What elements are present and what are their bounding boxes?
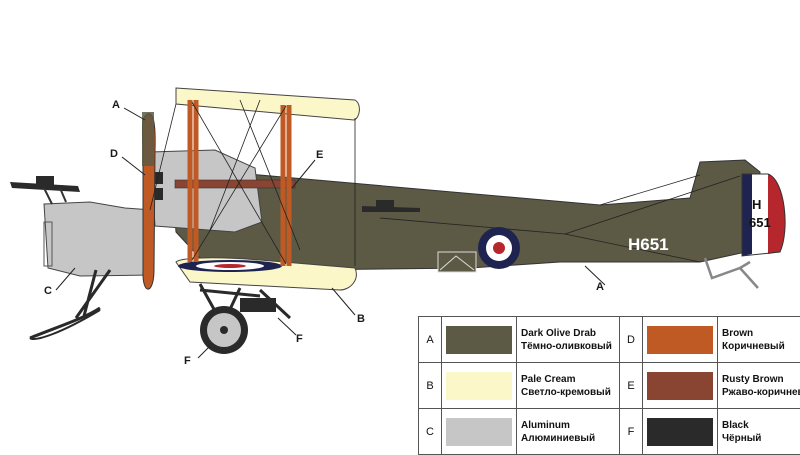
upper-wing bbox=[176, 88, 359, 120]
legend-name-ru: Чёрный bbox=[722, 432, 800, 445]
legend-name-ru: Светло-кремовый bbox=[521, 386, 619, 399]
swatch-dark-olive-drab bbox=[446, 326, 512, 354]
rudder-serial-bottom: 651 bbox=[749, 215, 771, 230]
swatch-rusty-brown bbox=[647, 372, 713, 400]
callout-d: D bbox=[110, 148, 118, 160]
nose-section bbox=[44, 202, 152, 276]
legend-swatch bbox=[643, 409, 718, 455]
swatch-pale-cream bbox=[446, 372, 512, 400]
fuselage-serial: H651 bbox=[628, 235, 669, 254]
legend-letter: B bbox=[419, 363, 442, 409]
engine-nacelle bbox=[150, 150, 262, 232]
legend-name-en: Brown bbox=[722, 327, 800, 340]
legend-letter: E bbox=[620, 363, 643, 409]
rudder-red-stripe bbox=[768, 174, 785, 254]
legend-name-en: Rusty Brown bbox=[722, 373, 800, 386]
legend-swatch bbox=[442, 409, 517, 455]
legend-letter: C bbox=[419, 409, 442, 455]
legend-name-en: Black bbox=[722, 419, 800, 432]
legend-letter: D bbox=[620, 317, 643, 363]
callout-a-fuselage: A bbox=[596, 281, 604, 293]
legend-swatch bbox=[643, 317, 718, 363]
fuselage-panel bbox=[438, 252, 476, 272]
legend-swatch bbox=[442, 363, 517, 409]
swatch-brown bbox=[647, 326, 713, 354]
callout-c: C bbox=[44, 285, 52, 297]
callout-b: B bbox=[357, 313, 365, 325]
legend-name-ru: Тёмно-оливковый bbox=[521, 340, 619, 353]
nose-skid bbox=[30, 270, 110, 338]
rudder-white-stripe bbox=[752, 174, 768, 254]
legend-name-ru: Коричневый bbox=[722, 340, 800, 353]
legend-swatch bbox=[442, 317, 517, 363]
swatch-black bbox=[647, 418, 713, 446]
legend-name-en: Aluminum bbox=[521, 419, 619, 432]
callout-a-propeller: A bbox=[112, 99, 120, 111]
legend-name-ru: Ржаво-коричневый bbox=[722, 386, 800, 399]
callout-f-wheel: F bbox=[184, 355, 191, 367]
legend-letter: A bbox=[419, 317, 442, 363]
legend-name-en: Dark Olive Drab bbox=[521, 327, 619, 340]
legend-name-en: Pale Cream bbox=[521, 373, 619, 386]
rudder-serial-top: H bbox=[752, 197, 761, 212]
tail-skid bbox=[705, 258, 758, 288]
legend-letter: F bbox=[620, 409, 643, 455]
legend-name-ru: Алюминиевый bbox=[521, 432, 619, 445]
callout-e: E bbox=[316, 149, 323, 161]
legend-swatch bbox=[643, 363, 718, 409]
swatch-aluminum bbox=[446, 418, 512, 446]
exhaust-pipe bbox=[175, 180, 295, 188]
callout-f-gear: F bbox=[296, 333, 303, 345]
